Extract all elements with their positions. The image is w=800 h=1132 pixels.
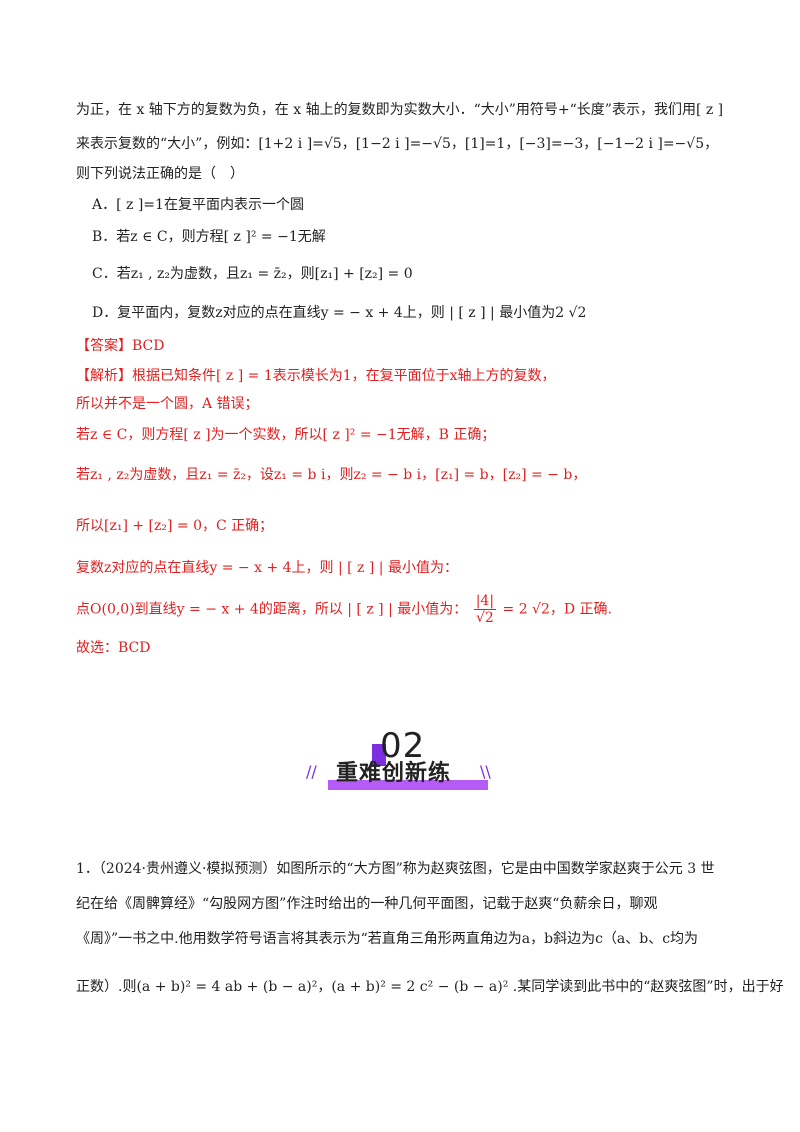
analysis-line-1: 【解析】根据已知条件[ z ] = 1表示模长为1，在复平面位于x轴上方的复数， (76, 365, 556, 387)
badge-accent-bar (372, 744, 386, 766)
analysis-text-1: 根据已知条件[ z ] = 1表示模长为1，在复平面位于x轴上方的复数， (132, 368, 556, 384)
analysis-line-6: 复数z对应的点在直线y = − x + 4上，则 | [ z ] | 最小值为： (76, 560, 458, 576)
answer-value: BCD (132, 338, 165, 354)
question-line-1: 为正，在 x 轴下方的复数为负，在 x 轴上的复数即为实数大小．“大小”用符号+… (76, 102, 724, 118)
fraction-denominator: √2 (475, 610, 494, 626)
problem-1-line-3: 《周》”一书之中.他用数学符号语言将其表示为“若直角三角形两直角边为a，b斜边为… (76, 931, 699, 947)
option-b: B．若z ∈ C，则方程[ z ]² = −1无解 (92, 229, 326, 245)
section-badge: 02 // 重难创新练 \\ (300, 726, 500, 810)
option-d: D．复平面内，复数z对应的点在直线y = − x + 4上，则 | [ z ] … (92, 305, 587, 321)
right-slash-mark: \\ (480, 762, 491, 781)
analysis-line-7: 点O(0,0)到直线y = − x + 4的距离，所以 | [ z ] | 最小… (76, 593, 612, 626)
analysis-text-7-pre: 点O(0,0)到直线y = − x + 4的距离，所以 | [ z ] | 最小… (76, 601, 468, 618)
question-line-2: 来表示复数的“大小”，例如：[1+2 i ]=√5，[1−2 i ]=−√5，[… (76, 136, 719, 152)
analysis-line-4: 若z₁ , z₂为虚数，且z₁ = z̄₂，设z₁ = b i，则z₂ = − … (76, 467, 587, 483)
problem-1-line-2: 纪在给《周髀算经》“勾股网方图”作注时给出的一种几何平面图，记载于赵爽“负薪余日… (76, 896, 658, 912)
badge-highlight-strip (328, 780, 488, 790)
answer-line: 【答案】BCD (76, 335, 164, 357)
distance-fraction: |4| √2 (473, 593, 497, 626)
answer-tag: 【答案】 (76, 338, 132, 354)
analysis-line-5: 所以[z₁] + [z₂] = 0，C 正确； (76, 518, 274, 534)
section-number: 02 (380, 726, 426, 766)
analysis-line-3: 若z ∈ C，则方程[ z ]为一个实数，所以[ z ]² = −1无解，B 正… (76, 427, 496, 443)
analysis-tag: 【解析】 (76, 368, 132, 384)
analysis-text-7-post: = 2 √2，D 正确. (502, 601, 613, 618)
analysis-conclusion: 故选：BCD (76, 640, 151, 656)
option-c: C．若z₁ , z₂为虚数，且z₁ = z̄₂，则[z₁] + [z₂] = 0 (92, 266, 413, 282)
analysis-line-2: 所以并不是一个圆，A 错误； (76, 396, 259, 412)
option-a: A．[ z ]=1在复平面内表示一个圆 (92, 197, 304, 213)
problem-1-line-4: 正数）.则(a + b)² = 4 ab + (b − a)²，(a + b)²… (76, 979, 784, 995)
problem-1-line-1: 1．（2024·贵州遵义·模拟预测）如图所示的“大方图”称为赵爽弦图，它是由中国… (76, 861, 715, 877)
left-slash-mark: // (306, 762, 317, 781)
section-title: 重难创新练 (336, 761, 452, 786)
question-line-3: 则下列说法正确的是（ ） (76, 166, 244, 182)
fraction-numerator: |4| (473, 593, 497, 610)
